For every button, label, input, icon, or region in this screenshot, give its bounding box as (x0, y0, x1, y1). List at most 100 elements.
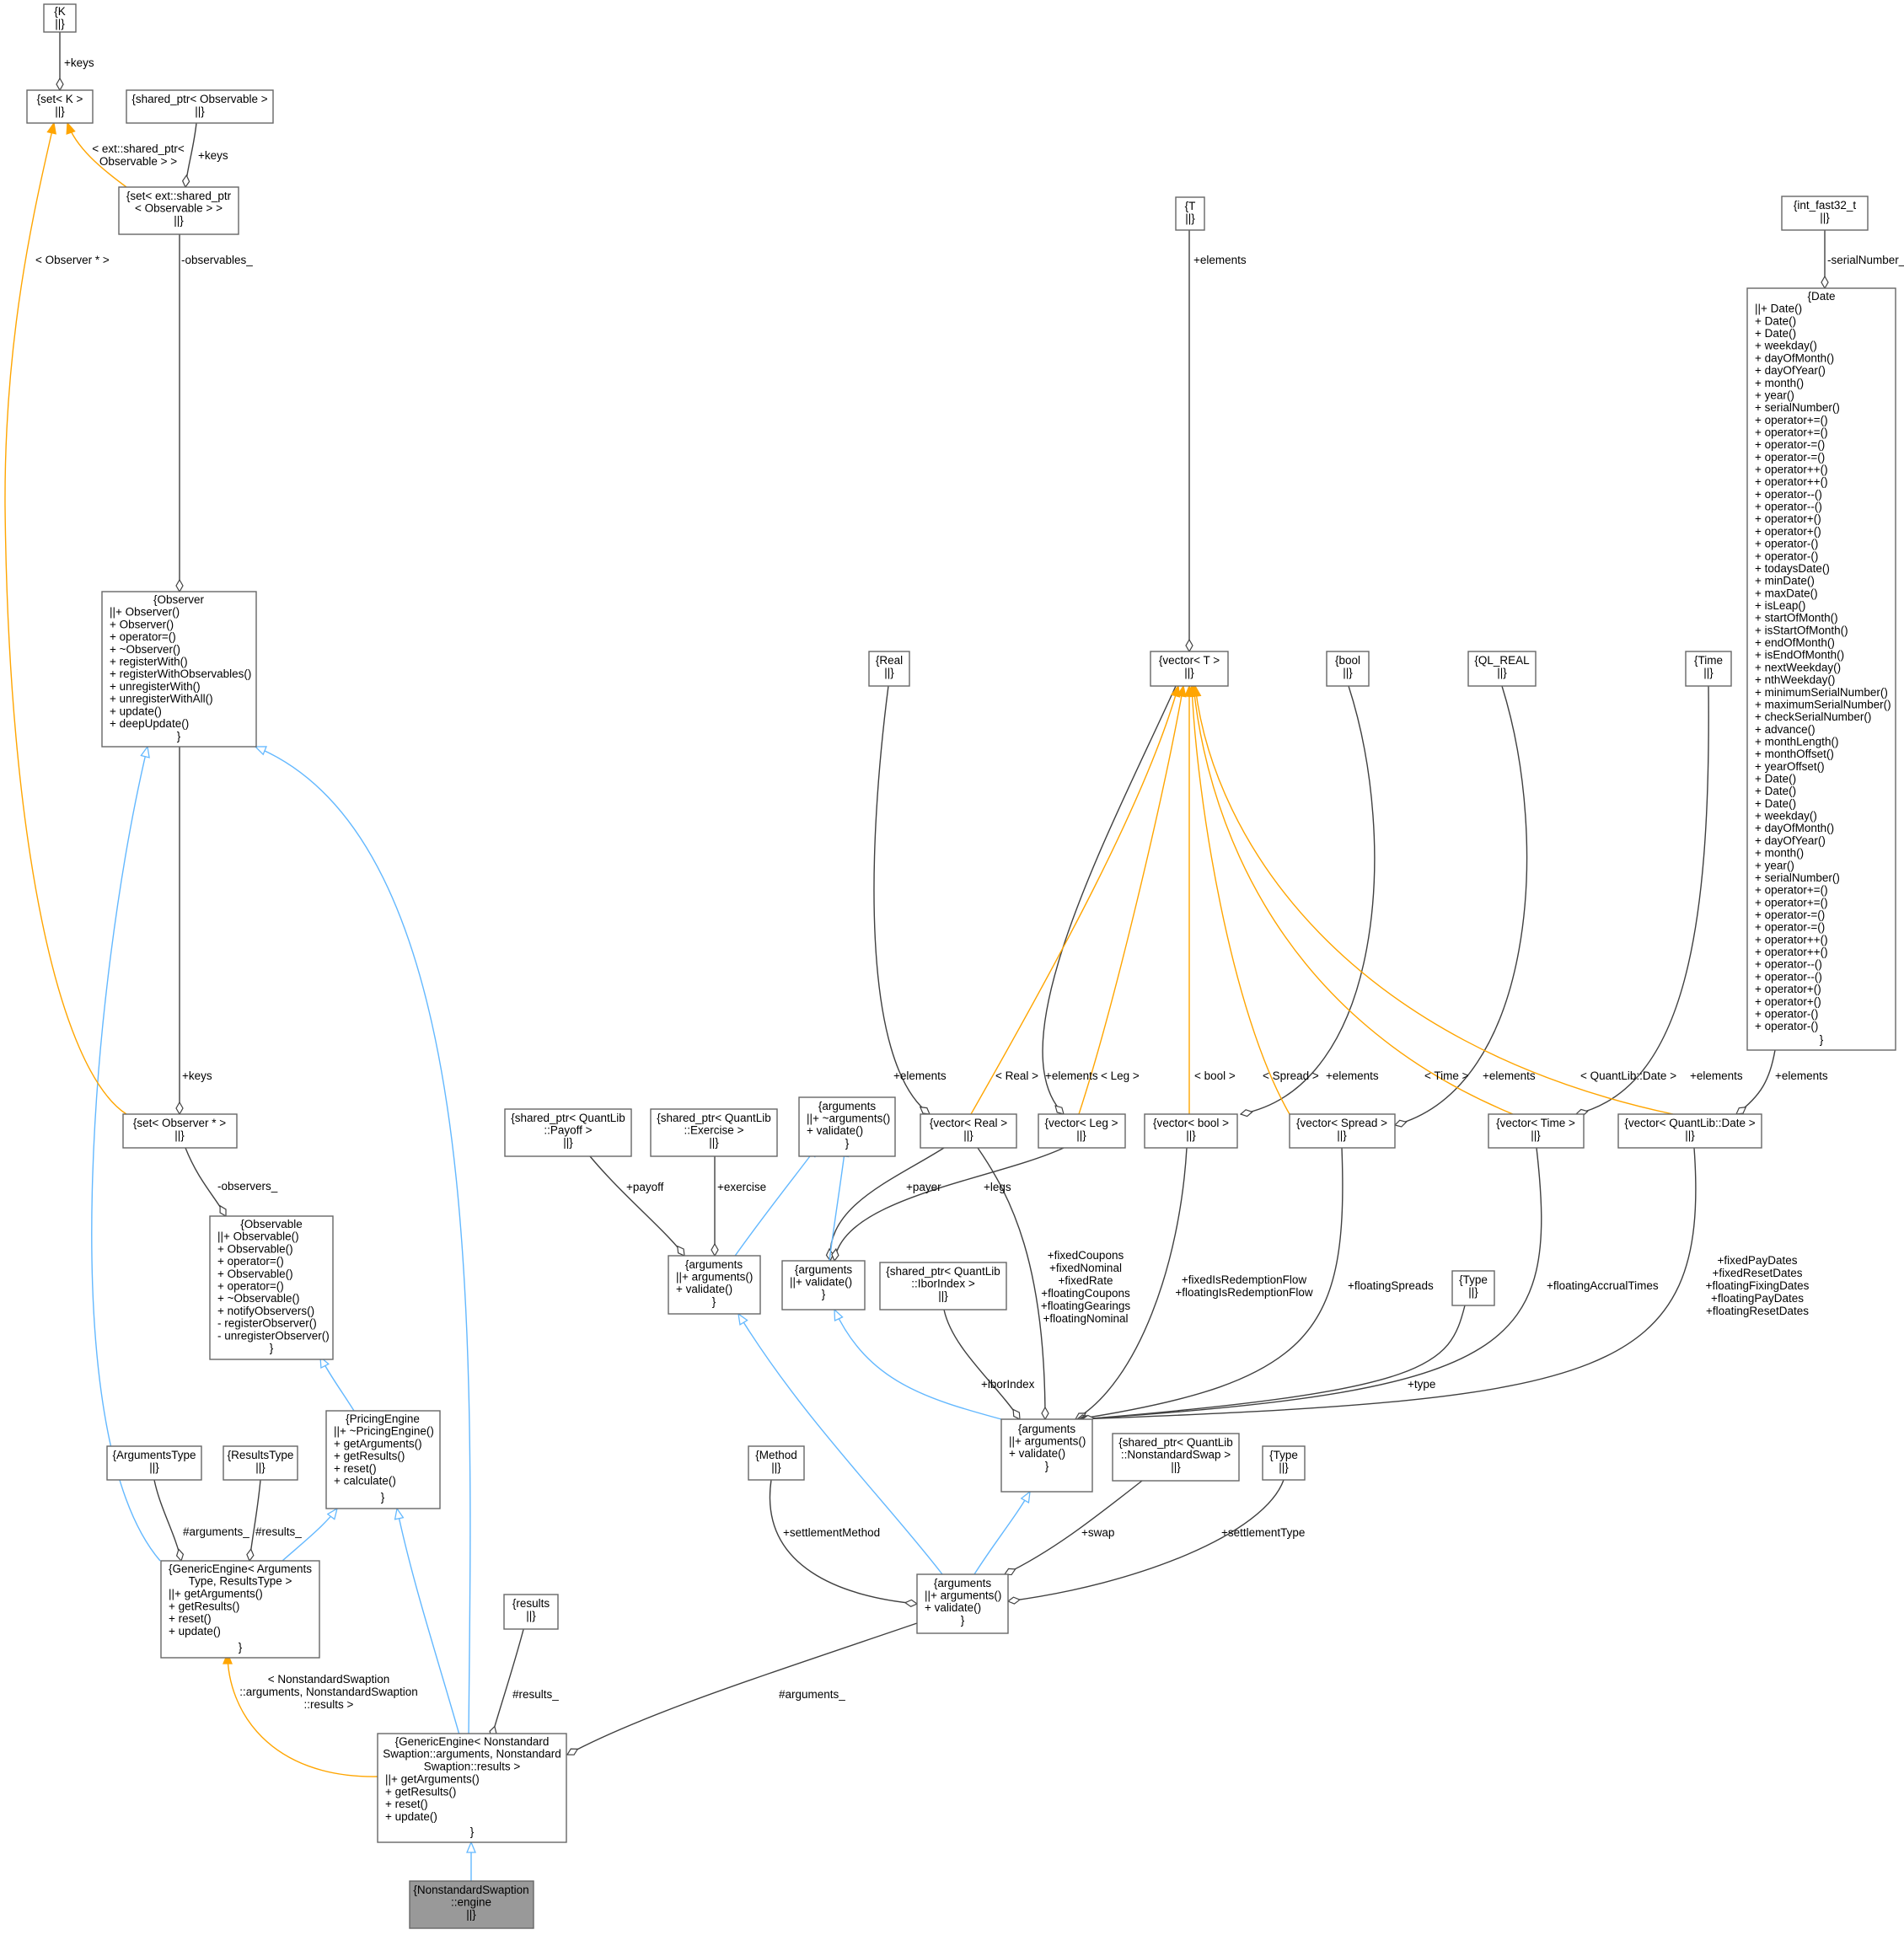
svg-text:{GenericEngine< NonstandardSwa: {GenericEngine< NonstandardSwaption::arg… (383, 1735, 561, 1772)
class-node-real[interactable]: {Real||} (868, 651, 910, 687)
svg-text:}: } (239, 1641, 243, 1654)
edge-inh-argsBase-argsSwapBase (829, 1146, 845, 1262)
class-node-set-observer-ptr[interactable]: {set< Observer * >||} (122, 1113, 238, 1149)
class-node-K[interactable]: {K||} (43, 3, 77, 33)
edge-vecSpread-argsNSSwap (1077, 1147, 1344, 1419)
class-node-arguments-nonstandard-swap[interactable]: {arguments ||+ arguments()+ validate() } (1000, 1418, 1093, 1493)
edge-label-elements-leg: +elements (1045, 1069, 1098, 1082)
class-node-arguments-swaption[interactable]: {arguments ||+ arguments()+ validate() } (916, 1573, 1009, 1634)
class-node-arguments-swap-base[interactable]: {arguments ||+ validate() } (781, 1260, 866, 1311)
class-node-vector-T[interactable]: {vector< T >||} (1150, 651, 1229, 687)
class-node-arguments-type[interactable]: {ArgumentsType||} (106, 1445, 202, 1481)
edge-tpl-GenericEngineT-GenericEngineNS (228, 1654, 378, 1777)
class-node-shared-ptr-payoff[interactable]: {shared_ptr< QuantLib::Payoff >||} (504, 1108, 632, 1157)
class-node-method[interactable]: {Method||} (748, 1445, 805, 1481)
svg-text:{arguments: {arguments (685, 1258, 743, 1271)
class-node-bool[interactable]: {bool||} (1326, 651, 1370, 687)
svg-text:||+ Date()+ Date()+ Date()+ we: ||+ Date()+ Date()+ Date()+ weekday()+ d… (1755, 303, 1891, 1032)
edge-QLREAL-vecSpread (1395, 685, 1528, 1125)
svg-text:||+ validate(): ||+ validate() (790, 1276, 852, 1289)
edge-spNSSwap-argsSwaption (1005, 1480, 1143, 1574)
edge-vecBool-argsNSSwap (1075, 1147, 1188, 1419)
edge-inh-argsNSSwap-argsSwaption (973, 1492, 1030, 1575)
svg-text:{Date: {Date (1807, 290, 1835, 303)
edge-label-ext-shared-ptr: < ext::shared_ptr<Observable > > (92, 142, 185, 168)
edge-inh-Observer-GenericEngineT (91, 747, 161, 1562)
edge-label-keys-K: +keys (64, 56, 94, 69)
svg-text:{ResultsType||}: {ResultsType||} (228, 1449, 294, 1474)
class-node-shared-ptr-exercise[interactable]: {shared_ptr< QuantLib::Exercise >||} (650, 1108, 778, 1157)
svg-text:{bool||}: {bool||} (1335, 654, 1360, 679)
svg-text:{vector< QuantLib::Date >||}: {vector< QuantLib::Date >||} (1624, 1117, 1755, 1142)
svg-text:{vector< bool >||}: {vector< bool >||} (1153, 1117, 1229, 1142)
class-node-set-shared-ptr-observable[interactable]: {set< ext::shared_ptr< Observable > >||} (118, 186, 239, 235)
edge-inh-argsOpt-argsSwaption (738, 1314, 943, 1575)
svg-text:||+ Observable()+ Observable(): ||+ Observable()+ Observable()+ operator… (217, 1230, 330, 1343)
svg-text:||+ arguments()+ validate(): ||+ arguments()+ validate() (676, 1271, 753, 1296)
svg-text:{Observer: {Observer (153, 593, 205, 606)
edge-label-elements-time: +elements (1690, 1069, 1743, 1082)
edge-label-keys-observer: +keys (182, 1069, 212, 1082)
edge-label-redemption: +fixedIsRedemptionFlow+floatingIsRedempt… (1175, 1273, 1312, 1299)
class-node-observable[interactable]: {Observable ||+ Observable()+ Observable… (209, 1215, 334, 1360)
edge-label-serial-number: -serialNumber_ (1827, 254, 1904, 266)
class-node-vector-leg[interactable]: {vector< Leg >||} (1038, 1113, 1126, 1149)
edge-spPayoff-argsOpt (589, 1155, 684, 1256)
class-node-ql-real[interactable]: {QL_REAL||} (1467, 651, 1537, 687)
svg-text:}: } (470, 1825, 475, 1838)
svg-text:{shared_ptr< QuantLib::Payoff: {shared_ptr< QuantLib::Payoff >||} (511, 1112, 625, 1149)
svg-text:{QL_REAL||}: {QL_REAL||} (1474, 654, 1530, 679)
class-node-pricing-engine[interactable]: {PricingEngine ||+ ~PricingEngine()+ get… (325, 1410, 441, 1509)
edge-bool-vecBool (1241, 685, 1376, 1114)
class-node-shared-ptr-ibor-index[interactable]: {shared_ptr< QuantLib::IborIndex >||} (879, 1262, 1007, 1311)
class-node-type-settlement[interactable]: {Type||} (1262, 1445, 1306, 1481)
edge-inh-argsSwapBase-argsNSSwap (834, 1310, 1002, 1420)
edge-vecTime-argsNSSwap (1079, 1147, 1542, 1419)
svg-text:{vector< Time >||}: {vector< Time >||} (1496, 1117, 1575, 1142)
class-node-set-k[interactable]: {set< K >||} (26, 89, 94, 124)
svg-text:}: } (177, 730, 181, 742)
edge-vecReal-argsSwapBase-payer (830, 1147, 945, 1261)
svg-text:{arguments: {arguments (795, 1263, 853, 1276)
class-node-observer[interactable]: {Observer ||+ Observer()+ Observer()+ op… (101, 591, 257, 748)
class-node-arguments-base[interactable]: {arguments ||+ ~arguments()+ validate() … (798, 1096, 896, 1157)
edge-label-observers: -observers_ (217, 1180, 278, 1193)
edge-label-fixed-coupons: +fixedCoupons+fixedNominal+fixedRate+flo… (1041, 1249, 1130, 1325)
class-node-results[interactable]: {results||} (503, 1594, 559, 1630)
edge-label-template-date: < QuantLib::Date > (1580, 1069, 1676, 1082)
svg-text:{NonstandardSwaption::engine||: {NonstandardSwaption::engine||} (413, 1884, 528, 1921)
class-node-vector-real[interactable]: {vector< Real >||} (920, 1113, 1017, 1149)
svg-text:{vector< T >||}: {vector< T >||} (1159, 654, 1220, 679)
class-node-int-fast32[interactable]: {int_fast32_t||} (1781, 196, 1869, 231)
class-node-shared-ptr-nonstandard-swap[interactable]: {shared_ptr< QuantLib::NonstandardSwap >… (1112, 1433, 1240, 1482)
class-node-vector-spread[interactable]: {vector< Spread >||} (1289, 1113, 1396, 1149)
class-node-T[interactable]: {T||} (1175, 196, 1205, 231)
class-node-type-swap[interactable]: {Type||} (1451, 1270, 1495, 1306)
edge-Date-vecDate (1736, 1049, 1776, 1114)
svg-text:||+ arguments()+ validate(): ||+ arguments()+ validate() (1009, 1435, 1086, 1461)
edge-results-GenericEngineNS (491, 1619, 527, 1738)
edge-label-template-spread: < Spread > (1263, 1069, 1319, 1082)
svg-text:}: } (712, 1295, 716, 1308)
edge-inh-Observer-GenericEngineNS (255, 747, 471, 1739)
edge-label-keys-shared-ptr: +keys (198, 149, 228, 162)
svg-text:{vector< Real >||}: {vector< Real >||} (930, 1117, 1007, 1142)
class-node-shared-ptr-observable[interactable]: {shared_ptr< Observable >||} (126, 89, 274, 124)
class-node-nonstandard-swaption-engine[interactable]: {NonstandardSwaption::engine||} (409, 1880, 534, 1929)
edge-label-arguments-generic: #arguments_ (183, 1525, 249, 1538)
svg-text:{PricingEngine: {PricingEngine (346, 1412, 420, 1425)
class-node-time[interactable]: {Time||} (1685, 651, 1732, 687)
class-node-results-type[interactable]: {ResultsType||} (223, 1445, 298, 1481)
class-node-vector-bool[interactable]: {vector< bool >||} (1144, 1113, 1238, 1149)
class-node-vector-date[interactable]: {vector< QuantLib::Date >||} (1617, 1113, 1762, 1149)
class-node-arguments-option[interactable]: {arguments ||+ arguments()+ validate() } (668, 1255, 761, 1315)
svg-text:{arguments: {arguments (1018, 1423, 1076, 1435)
class-node-vector-time[interactable]: {vector< Time >||} (1488, 1113, 1585, 1149)
svg-text:{Observable: {Observable (240, 1218, 303, 1230)
edge-label-results-generic: #results_ (255, 1525, 302, 1538)
edge-label-dates: +fixedPayDates+fixedResetDates+floatingF… (1706, 1254, 1810, 1317)
class-node-date[interactable]: {Date ||+ Date()+ Date()+ Date()+ weekda… (1746, 287, 1896, 1051)
edge-label-type: +type (1408, 1378, 1435, 1391)
